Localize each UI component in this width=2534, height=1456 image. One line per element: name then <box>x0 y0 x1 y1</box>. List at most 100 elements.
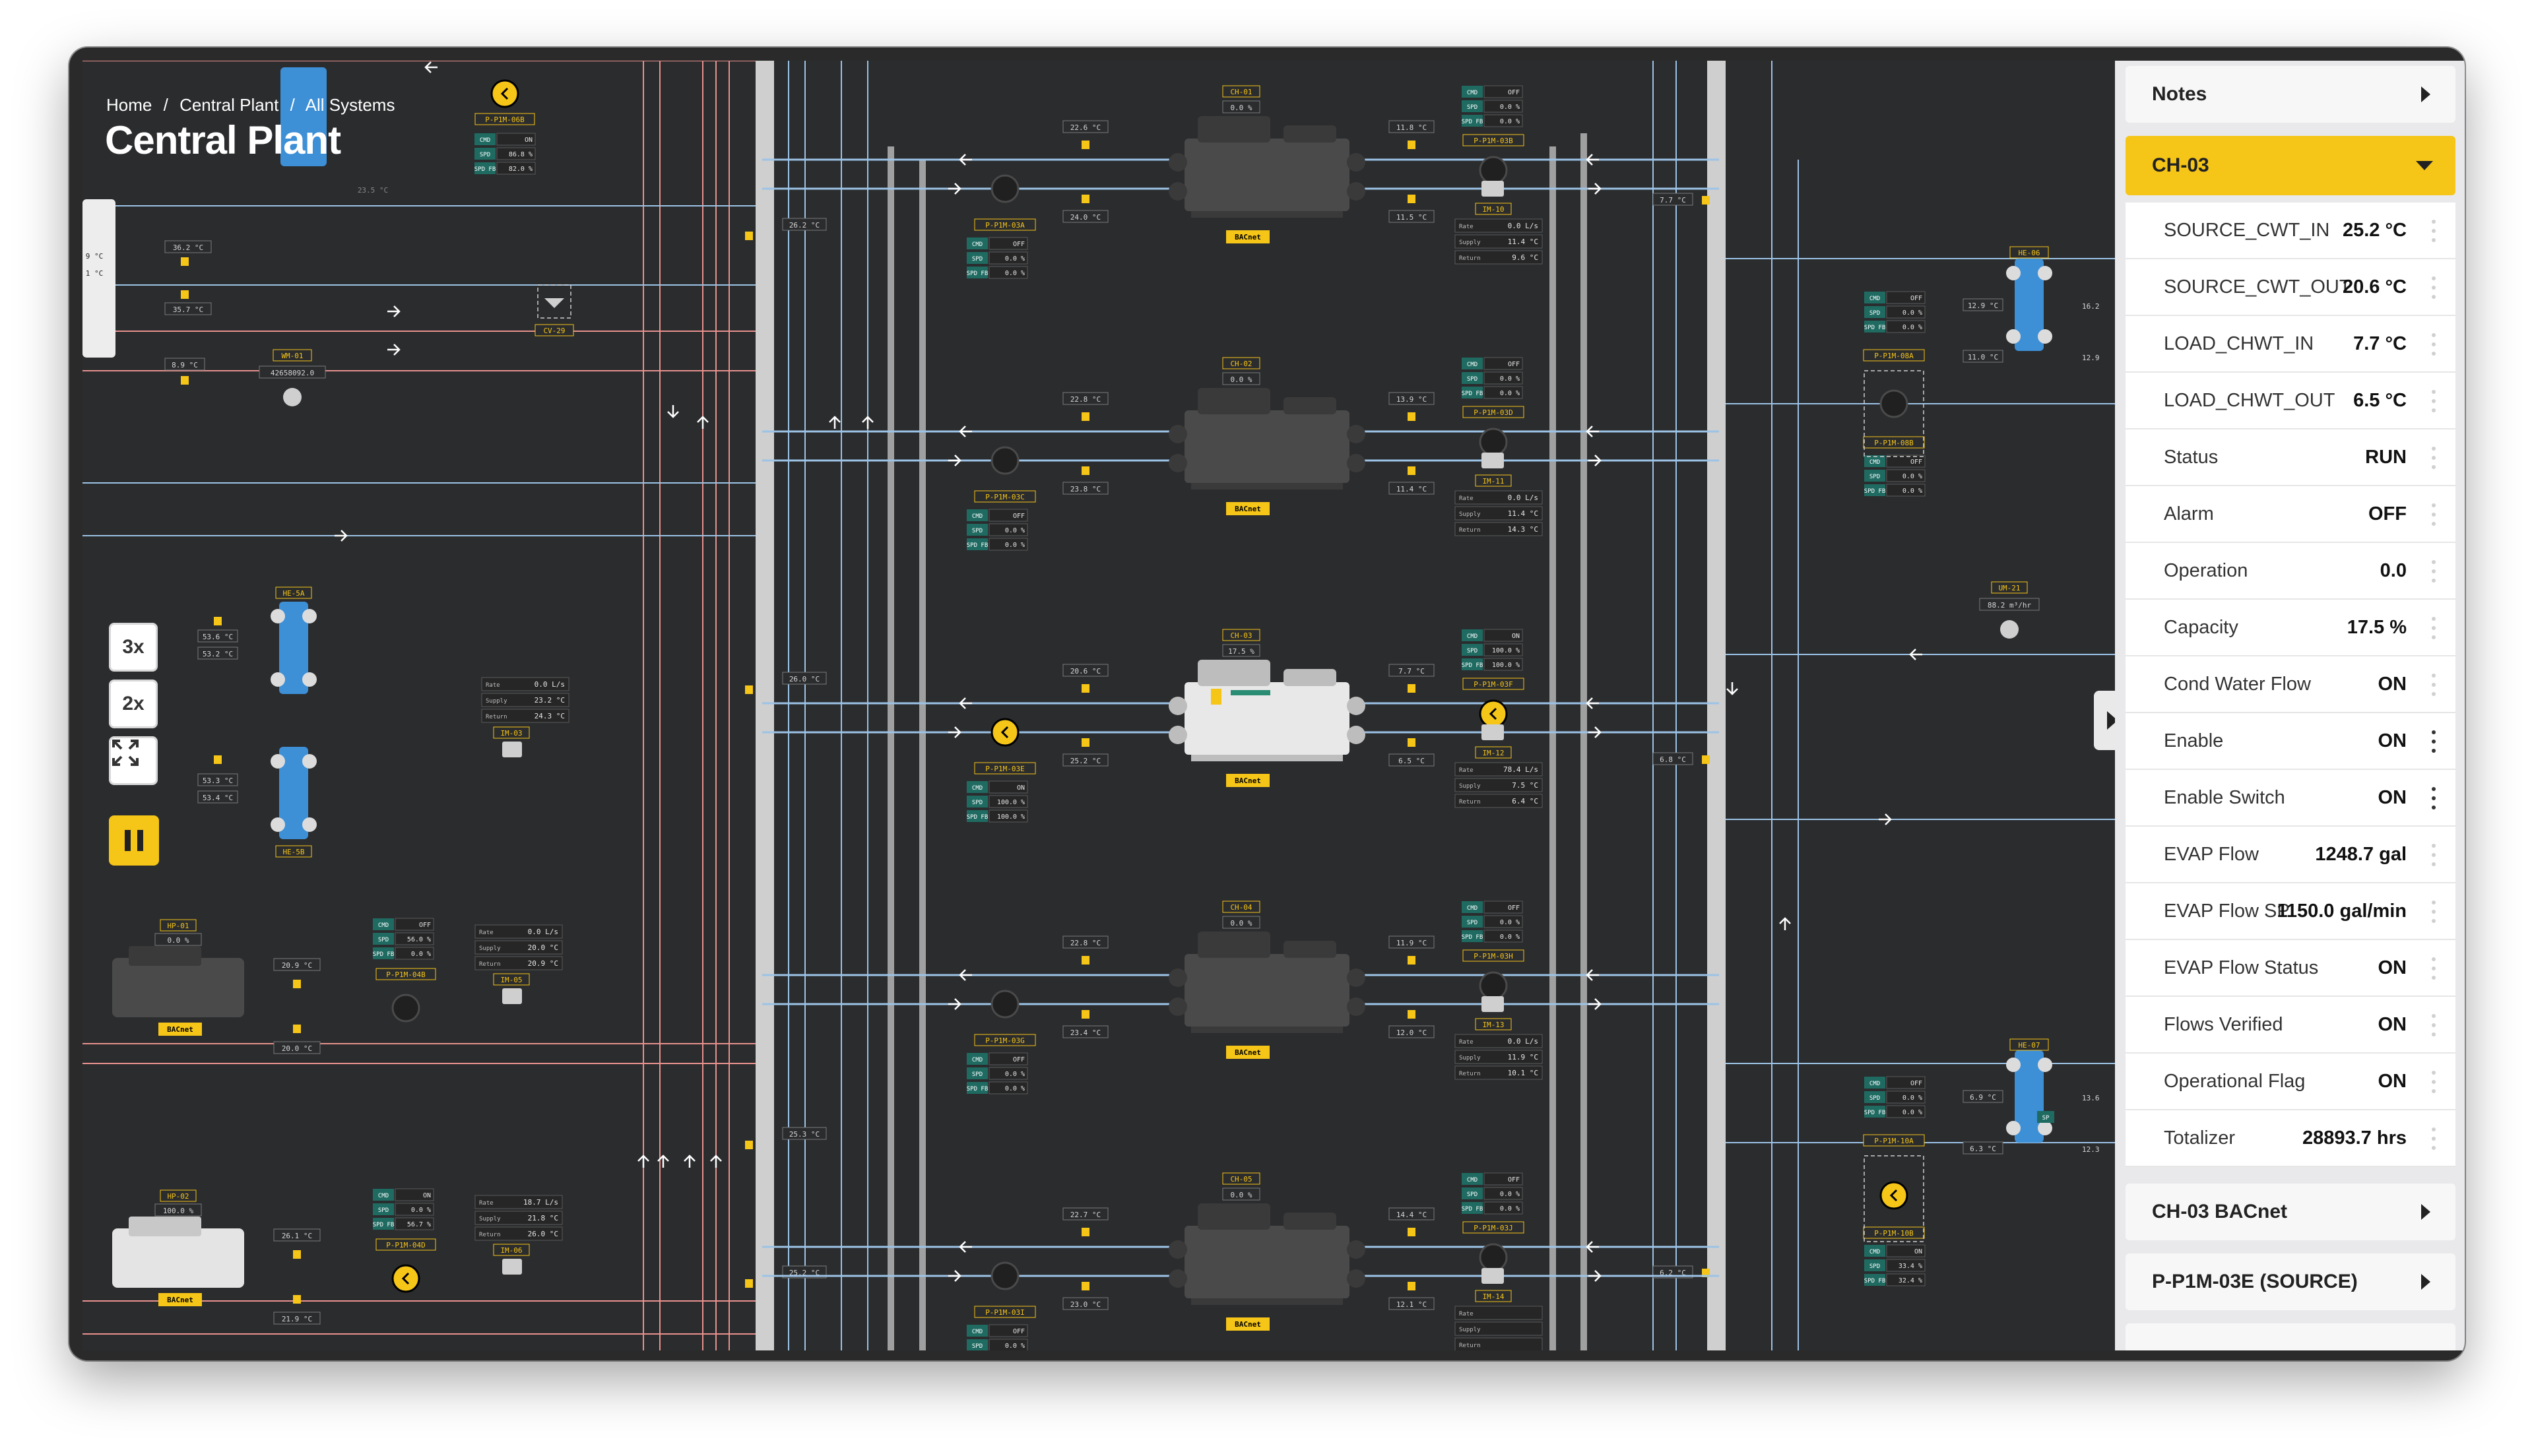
status-chip-label: CMD <box>1869 1081 1880 1087</box>
value-box <box>1062 935 1109 949</box>
pump-group-frame <box>1864 370 1924 457</box>
chiller-nozzle <box>1169 697 1187 715</box>
status-value-box <box>1483 915 1523 928</box>
value-box <box>782 218 827 231</box>
pump-direction-icon <box>401 1272 410 1285</box>
status-chip-label: CMD <box>972 1329 983 1335</box>
status-chip <box>967 252 988 264</box>
meter-row-box <box>481 709 569 723</box>
status-value-box <box>989 538 1028 551</box>
equipment-tag <box>273 349 312 362</box>
kebab-menu-icon[interactable] <box>2432 730 2436 753</box>
equipment-tag <box>1475 1290 1512 1302</box>
status-chip-label: CMD <box>972 513 983 520</box>
temperature-reading: 13.6 <box>2082 1094 2100 1102</box>
pause-icon <box>125 830 131 851</box>
meter-value: 0.0 L/s <box>1508 1037 1538 1046</box>
chiller-capacity: 0.0 % <box>1230 1191 1252 1199</box>
status-chip-label: SPD FB <box>1462 391 1483 397</box>
breadcrumb-home[interactable]: Home <box>106 95 152 115</box>
meter-label: Supply <box>1459 783 1481 790</box>
kebab-menu-icon[interactable] <box>2432 787 2436 809</box>
property-value: 7.7 °C <box>2353 332 2407 354</box>
status-value: 0.0 % <box>1500 919 1520 926</box>
kebab-menu-icon <box>2432 447 2436 469</box>
notes-accordion[interactable]: Notes <box>2126 66 2455 123</box>
pump-tag: P-P1M-08B <box>1874 439 1914 447</box>
zoom-2x-button[interactable]: 2x <box>109 680 158 728</box>
hx-tag: HE-5B <box>282 848 304 856</box>
status-value: 0.0 % <box>1902 488 1922 495</box>
hx-nozzle <box>271 754 285 769</box>
pump-direction-icon <box>500 87 509 100</box>
hx-nozzle <box>2038 266 2052 280</box>
status-chip <box>1462 1202 1483 1214</box>
value-box <box>1062 664 1109 677</box>
load-in-temp: 11.9 °C <box>1396 939 1427 947</box>
pump-icon <box>391 1264 420 1293</box>
chiller-nozzle <box>1169 454 1187 472</box>
chiller-nozzle <box>1169 997 1187 1016</box>
status-value: OFF <box>1508 89 1520 96</box>
status-value: 100.0 % <box>1492 647 1520 654</box>
status-chip <box>474 162 496 174</box>
meter-label: Supply <box>1459 1327 1481 1333</box>
pump-icon <box>490 79 519 108</box>
value-box <box>1388 664 1435 677</box>
pump-accordion[interactable]: P-P1M-03E (SOURCE) <box>2126 1253 2455 1310</box>
equipment-tag <box>1462 678 1524 690</box>
pump-icon <box>1879 1181 1908 1210</box>
flow-meter-icon <box>1481 724 1504 740</box>
sensor-icon <box>745 232 753 240</box>
flow-meter-tag: IM-05 <box>500 976 522 984</box>
pump-tag: P-P1M-04D <box>386 1241 426 1250</box>
sensor-icon <box>181 257 189 266</box>
panel-collapse-button[interactable] <box>2094 691 2115 750</box>
breadcrumb-all-systems[interactable]: All Systems <box>305 95 395 115</box>
pause-button[interactable] <box>109 815 159 866</box>
breadcrumb-central-plant[interactable]: Central Plant <box>179 95 279 115</box>
status-chip-label: SPD FB <box>1864 488 1886 495</box>
chiller-compressor <box>1198 116 1270 142</box>
zoom-3x-button[interactable]: 3x <box>109 623 158 672</box>
edge-temperature: 1 °C <box>86 269 104 278</box>
chiller-motor <box>1283 669 1336 686</box>
status-chip-label: SPD <box>378 937 389 943</box>
bacnet-accordion[interactable]: CH-03 BACnet <box>2126 1184 2455 1240</box>
status-value: 0.0 % <box>1500 104 1520 111</box>
sensor-icon <box>1082 684 1089 693</box>
sensor-icon <box>293 1295 301 1304</box>
chiller-nozzle <box>1347 968 1365 987</box>
value-box <box>1062 1297 1109 1310</box>
status-value-box <box>395 1217 434 1230</box>
status-value: 100.0 % <box>1492 662 1520 669</box>
status-value-box <box>989 237 1028 250</box>
meter-row-box <box>1454 522 1543 536</box>
status-value-box <box>989 809 1028 823</box>
chiller-nozzle <box>1347 1240 1365 1259</box>
heat-exchanger <box>2015 1050 2044 1143</box>
status-value-box <box>1886 320 1926 333</box>
manifold-pipe <box>888 146 894 1350</box>
status-value: 82.0 % <box>509 166 533 173</box>
fit-screen-button[interactable] <box>109 736 158 785</box>
selected-equipment-accordion[interactable]: CH-03 <box>2126 136 2455 195</box>
property-label: Capacity <box>2164 616 2238 638</box>
status-chip-label: SPD FB <box>1462 934 1483 941</box>
chiller-nozzle <box>1347 425 1365 443</box>
meter-row-box <box>1454 794 1543 808</box>
pump-direction-icon <box>1489 707 1497 720</box>
more-accordion[interactable] <box>2126 1323 2455 1350</box>
hx-nozzle <box>271 609 285 623</box>
status-chip <box>1864 455 1885 467</box>
bacnet-badge-label: BACnet <box>1235 1320 1261 1329</box>
value-box <box>1388 1297 1435 1310</box>
status-value: 0.0 % <box>411 951 431 958</box>
value-box <box>1388 1207 1435 1220</box>
property-label: Enable Switch <box>2164 786 2285 808</box>
meter-label: Supply <box>1459 239 1481 246</box>
sensor-icon <box>1082 141 1089 149</box>
